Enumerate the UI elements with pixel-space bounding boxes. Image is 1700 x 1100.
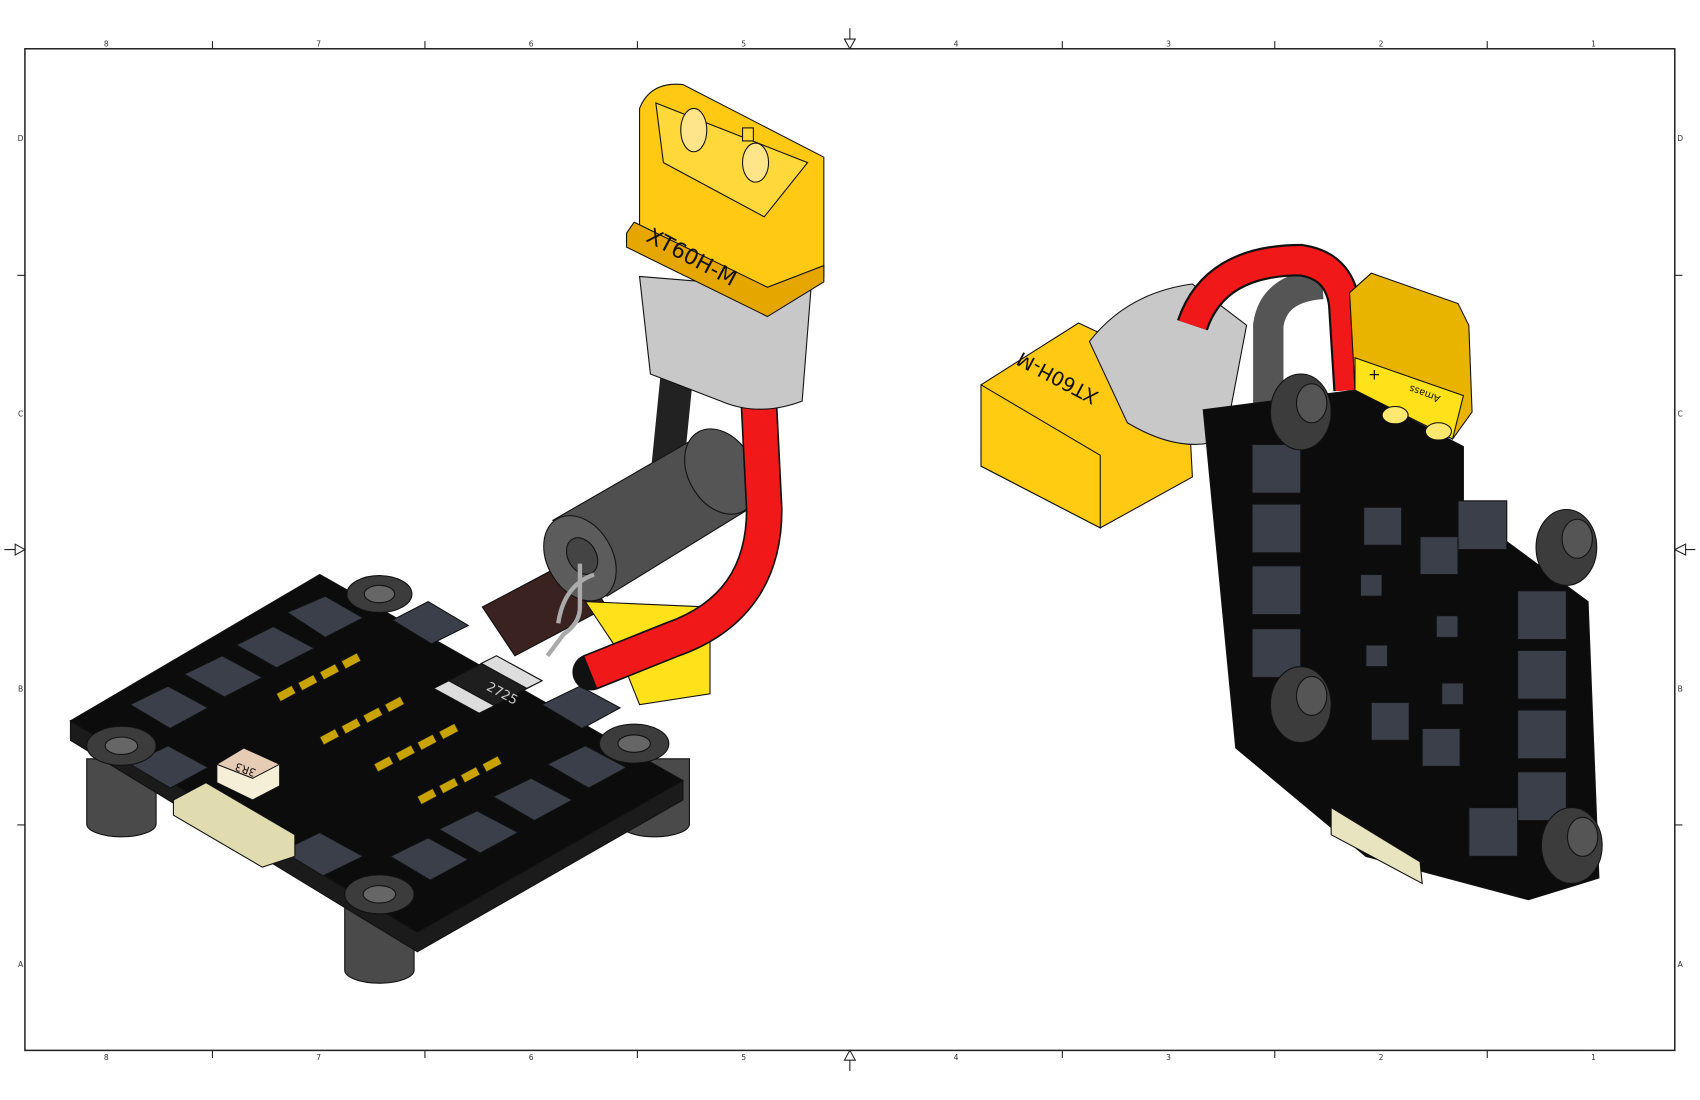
row-label: A: [1678, 960, 1684, 969]
standoff-tops: [86, 575, 670, 915]
smd-capacitors: [275, 652, 503, 805]
col-label: 8: [104, 40, 109, 49]
col-label: 5: [741, 1053, 746, 1062]
col-label: 7: [316, 1053, 321, 1062]
zone-labels: 8 7 6 5 4 3 2 1 8 7 6 5 4 3 2 1 D C B A …: [18, 40, 1684, 1063]
row-label: B: [1678, 685, 1683, 694]
jst-connector: [172, 782, 296, 868]
left-assembly-view: 2725 3R3: [69, 83, 825, 984]
mosfet-chips: [128, 595, 628, 881]
black-wire: [1253, 268, 1325, 412]
shunt-resistor: 2725: [432, 655, 544, 714]
col-label: 4: [954, 1053, 959, 1062]
polarity-mark: +: [1368, 365, 1381, 383]
row-label: D: [1677, 134, 1683, 143]
col-label: 4: [954, 40, 959, 49]
row-label: B: [18, 685, 23, 694]
col-label: 2: [1379, 1053, 1384, 1062]
col-label: 6: [529, 40, 534, 49]
col-label: 2: [1379, 40, 1384, 49]
centering-arrows: [4, 28, 1696, 1071]
pcb-board: [1202, 389, 1600, 901]
col-label: 1: [1591, 40, 1596, 49]
col-label: 8: [104, 1053, 109, 1062]
col-label: 7: [316, 40, 321, 49]
xt60-connector: XT60H-M: [626, 83, 825, 318]
mosfet-chips: [1251, 443, 1567, 857]
jst-connector: [1330, 806, 1423, 885]
col-label: 3: [1166, 1053, 1171, 1062]
pin-terminals: [1381, 405, 1453, 441]
row-label: C: [1678, 409, 1683, 418]
row-label: A: [18, 960, 24, 969]
standoffs: [1269, 373, 1603, 885]
right-assembly-view: XT60H-M + Amass: [980, 243, 1603, 901]
col-label: 6: [529, 1053, 534, 1062]
electrolytic-capacitor: [543, 428, 758, 658]
zone-ticks: [17, 41, 1683, 1058]
col-label: 5: [741, 40, 746, 49]
inductor: 3R3: [215, 747, 281, 801]
row-label: C: [18, 409, 23, 418]
row-label: D: [18, 134, 24, 143]
col-label: 1: [1591, 1053, 1596, 1062]
col-label: 3: [1166, 40, 1171, 49]
